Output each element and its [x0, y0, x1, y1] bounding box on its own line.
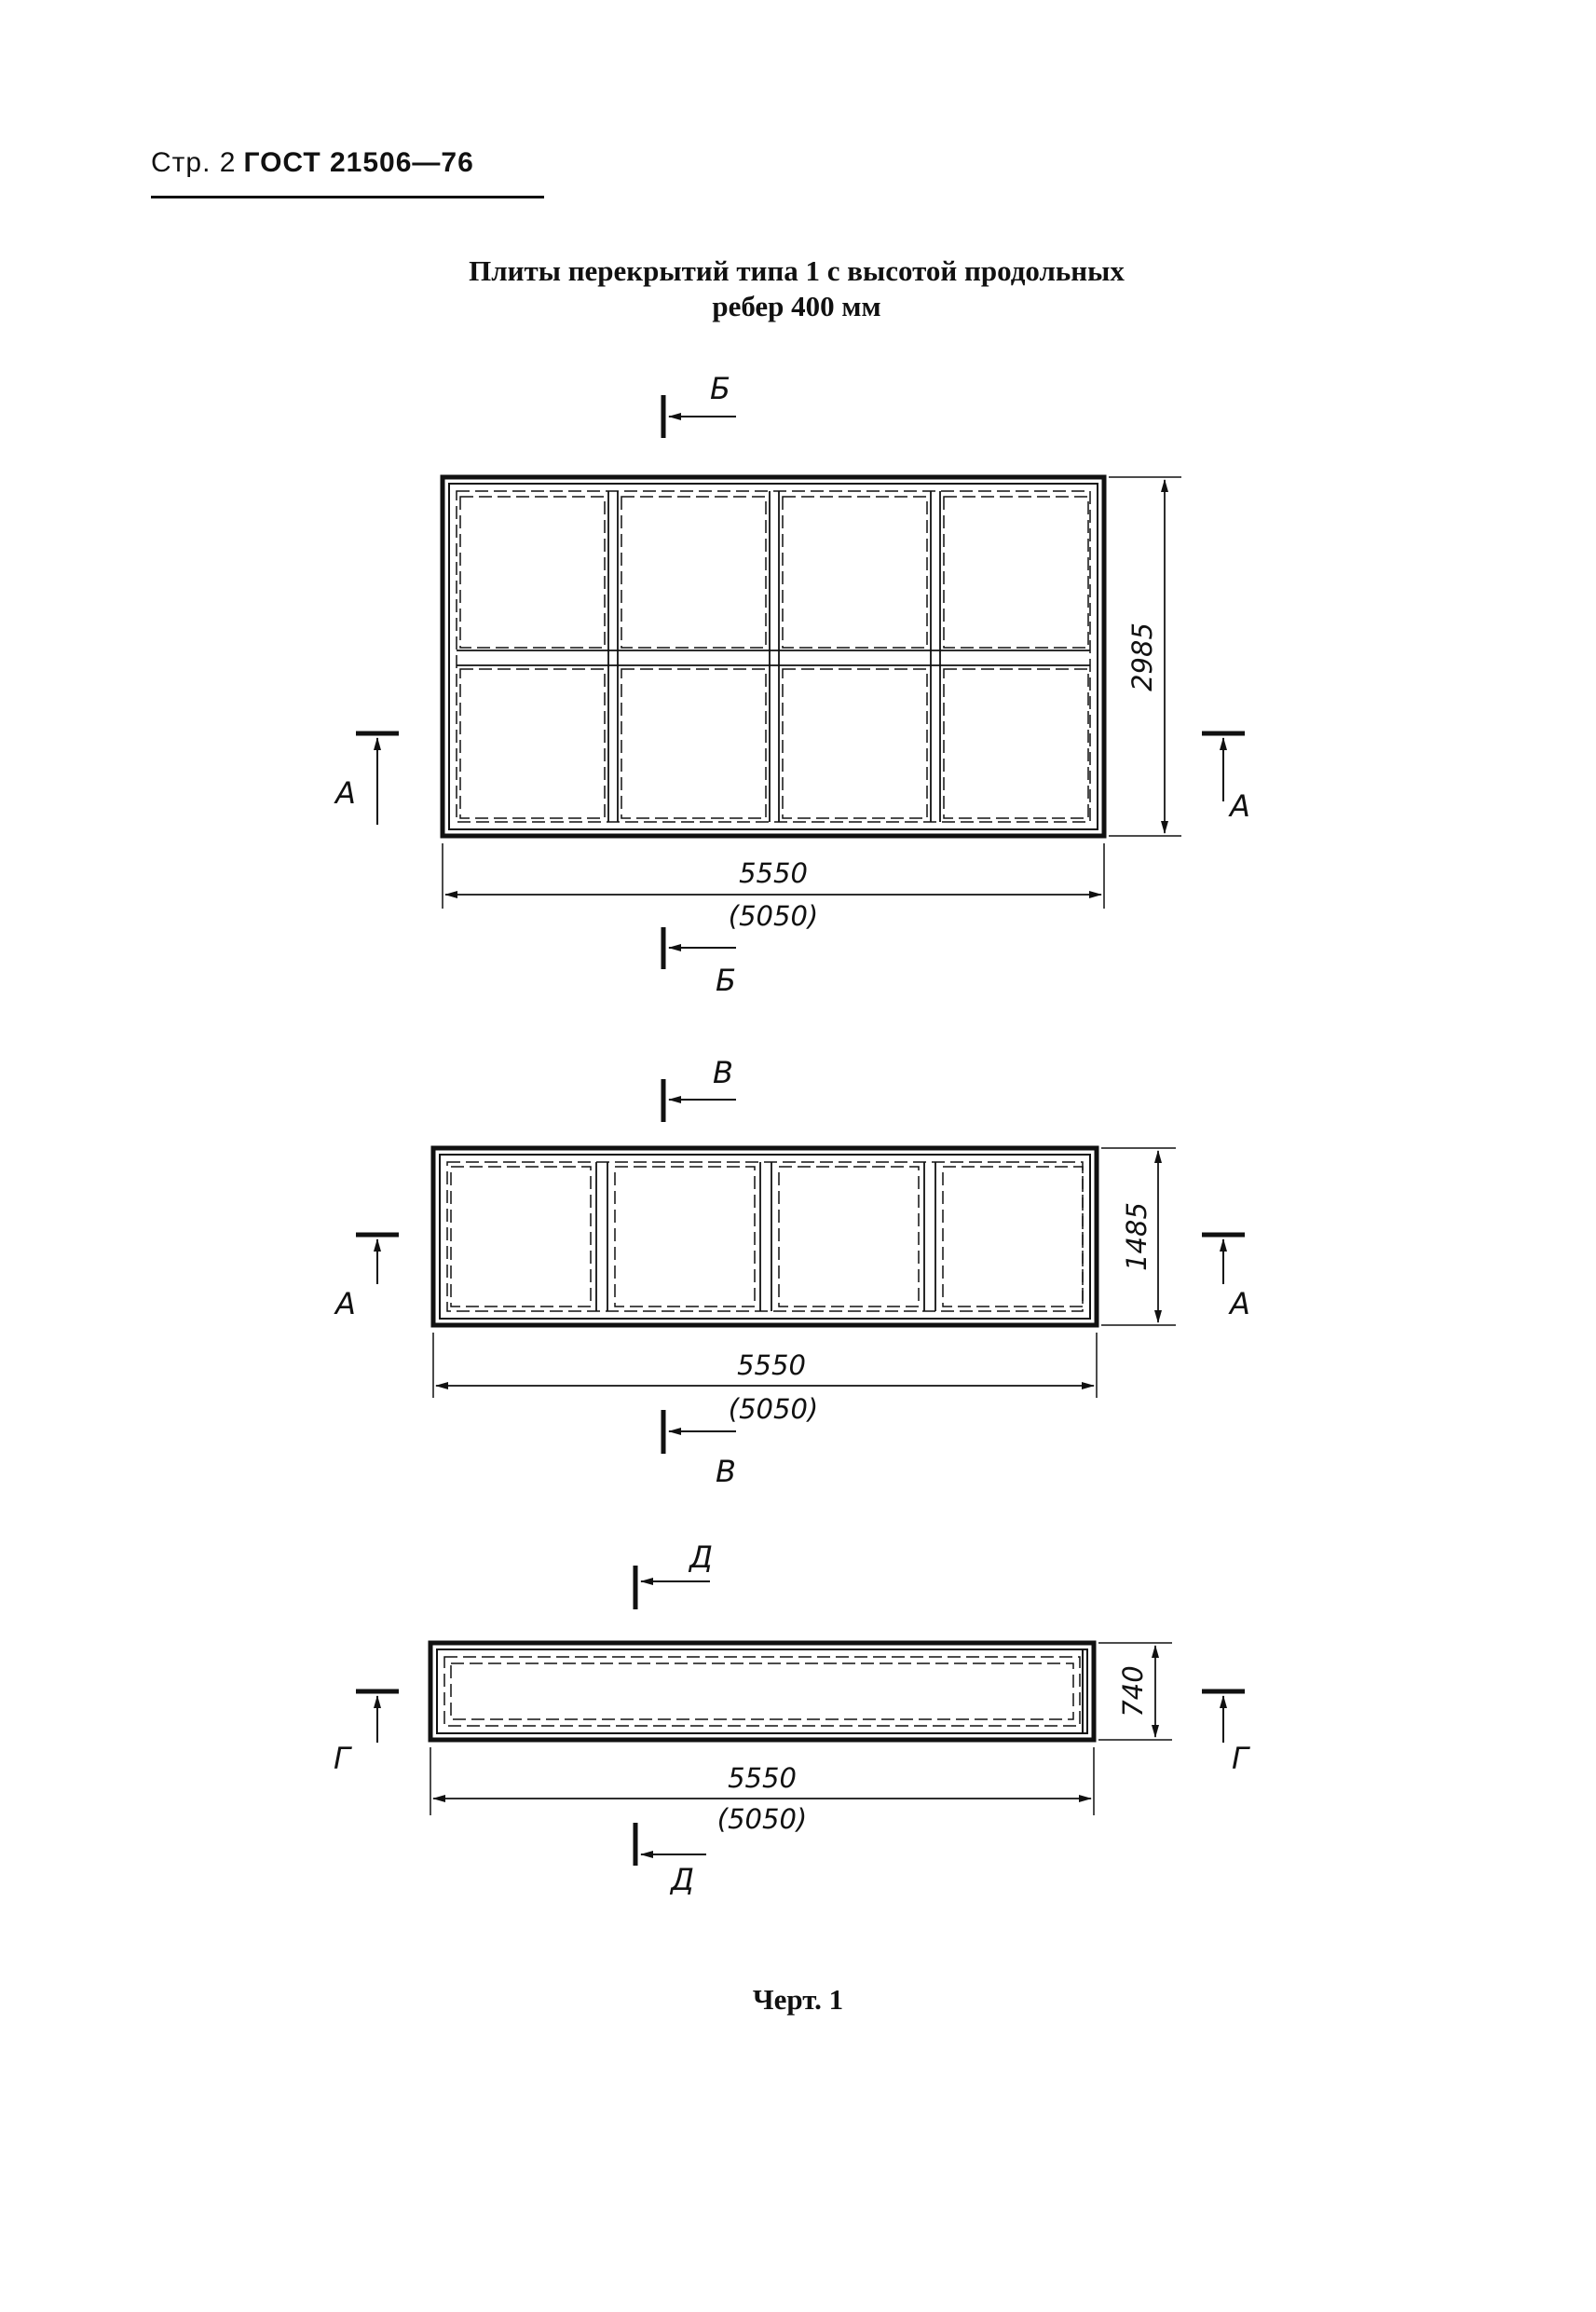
plate1-section-b-bottom: Б: [716, 963, 736, 998]
title-line-2: ребер 400 мм: [712, 290, 881, 322]
plate1-section-b-top: Б: [710, 371, 730, 406]
plate3-section-d-bottom: Д: [669, 1862, 694, 1897]
plate2-width-label: 1485: [1121, 1202, 1153, 1271]
plate2-length-alt-label: (5050): [729, 1393, 818, 1425]
plate3-length-alt-label: (5050): [717, 1803, 807, 1835]
plate1-width-label: 2985: [1126, 622, 1158, 691]
plate1-section-a-left: А: [334, 775, 356, 811]
header-rule: [151, 196, 544, 198]
plate-1485: [356, 1079, 1245, 1454]
title-line-1: Плиты перекрытий типа 1 с высотой продол…: [469, 254, 1125, 287]
plate1-length-alt-label: (5050): [729, 900, 818, 932]
plate2-section-a-right: А: [1228, 1286, 1250, 1321]
figure-caption: Черт. 1: [752, 1983, 844, 2016]
plate-2985: [356, 395, 1245, 969]
plate1-length-label: 5550: [739, 857, 808, 889]
plate3-length-label: 5550: [728, 1762, 797, 1794]
drawing-title: Плиты перекрытий типа 1 с высотой продол…: [307, 253, 1286, 324]
plate3-width-label: 740: [1117, 1665, 1149, 1717]
plate3-section-d-top: Д: [688, 1539, 713, 1575]
plate-740: [356, 1566, 1245, 1866]
plate2-section-a-left: А: [334, 1286, 356, 1321]
standard-number: ГОСТ 21506—76: [243, 147, 474, 178]
plate2-section-v-bottom: В: [716, 1454, 736, 1489]
plate2-length-label: 5550: [737, 1349, 806, 1381]
page-number: Стр. 2: [151, 147, 237, 178]
plate3-section-g-right: Г: [1232, 1741, 1250, 1776]
plate3-section-g-left: Г: [334, 1741, 352, 1776]
plate1-section-a-right: А: [1228, 788, 1250, 824]
plate2-section-v-top: В: [713, 1055, 733, 1090]
